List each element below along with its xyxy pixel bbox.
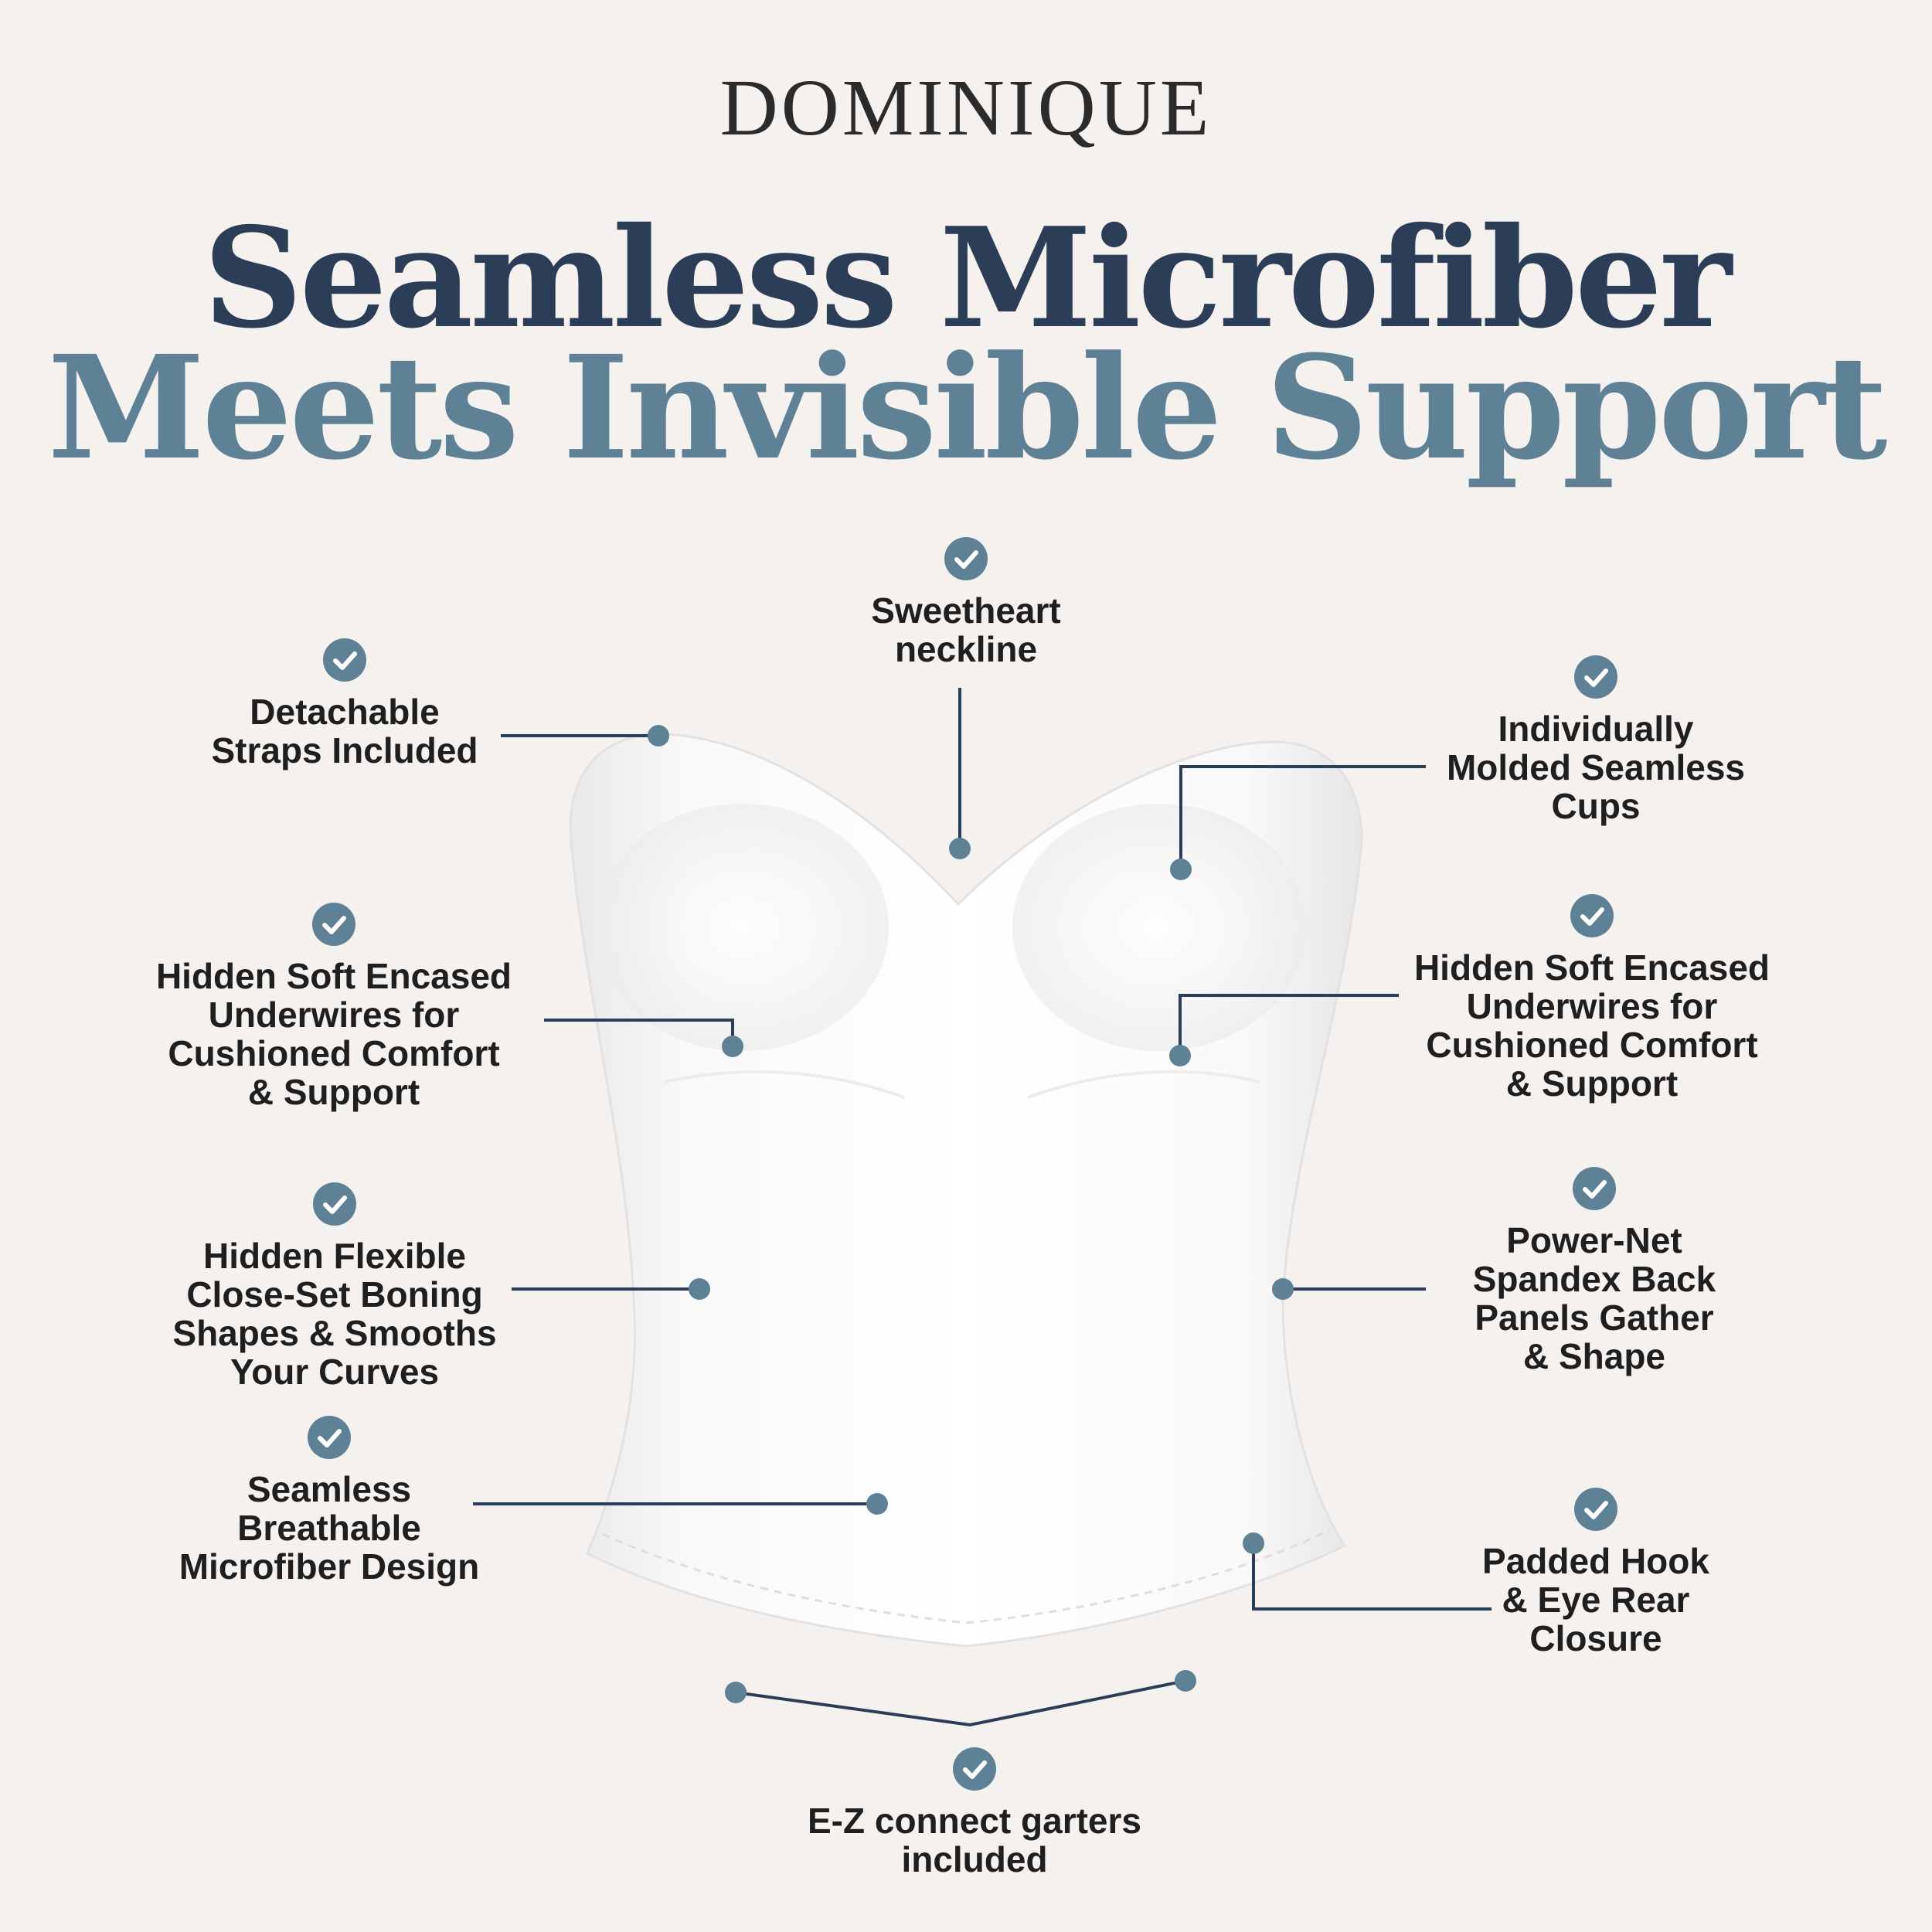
check-icon bbox=[313, 1182, 356, 1226]
right-cup-shading bbox=[1012, 804, 1306, 1051]
callout-label: Seamless Breathable Microfiber Design bbox=[179, 1469, 480, 1587]
callout-label: Sweetheart neckline bbox=[871, 590, 1061, 669]
dot-cups bbox=[1170, 859, 1192, 880]
callout-label: Power-Net Spandex Back Panels Gather & S… bbox=[1472, 1220, 1716, 1376]
hem-stitching bbox=[602, 1529, 1330, 1624]
bustier-garment bbox=[569, 733, 1363, 1648]
check-icon bbox=[944, 537, 988, 580]
left-cup-shading bbox=[595, 804, 889, 1051]
callout-boning: Hidden Flexible Close-Set Boning Shapes … bbox=[103, 1182, 566, 1391]
callout-straps: Detachable Straps Included bbox=[113, 638, 577, 770]
headline-line-2: Meets Invisible Support bbox=[47, 325, 1888, 492]
dot-underwires-right bbox=[1169, 1045, 1191, 1066]
callout-label: Hidden Soft Encased Underwires for Cushi… bbox=[1413, 947, 1770, 1104]
callout-garters: E-Z connect garters included bbox=[743, 1747, 1206, 1879]
dot-garter-left bbox=[725, 1682, 747, 1703]
callout-underwires-left: Hidden Soft Encased Underwires for Cushi… bbox=[102, 903, 566, 1111]
callout-underwires-right: Hidden Soft Encased Underwires for Cushi… bbox=[1360, 894, 1824, 1103]
callout-label: Individually Molded Seamless Cups bbox=[1446, 709, 1746, 826]
check-icon bbox=[323, 638, 366, 682]
marker-dots bbox=[648, 725, 1294, 1703]
callout-label: Hidden Soft Encased Underwires for Cushi… bbox=[155, 956, 512, 1112]
check-icon bbox=[312, 903, 355, 946]
callout-label: E-Z connect garters included bbox=[808, 1801, 1141, 1879]
callout-hook-eye: Padded Hook & Eye Rear Closure bbox=[1364, 1488, 1828, 1658]
underbust-seam-right bbox=[1027, 1070, 1260, 1099]
dot-underwires-left bbox=[722, 1036, 743, 1057]
callout-microfiber: Seamless Breathable Microfiber Design bbox=[97, 1416, 561, 1586]
dot-sweetheart bbox=[949, 838, 971, 859]
dot-garter-right bbox=[1175, 1670, 1196, 1692]
leader-hook-eye bbox=[1252, 1543, 1492, 1611]
underbust-seam-left bbox=[664, 1070, 905, 1099]
dot-power-net bbox=[1272, 1278, 1294, 1300]
leader-garters bbox=[735, 1679, 1186, 1727]
check-icon bbox=[1573, 1167, 1616, 1210]
leader-underwires-right bbox=[1179, 994, 1399, 1056]
callout-label: Hidden Flexible Close-Set Boning Shapes … bbox=[172, 1236, 497, 1392]
callout-cups: Individually Molded Seamless Cups bbox=[1364, 655, 1828, 825]
check-icon bbox=[1570, 894, 1614, 937]
dot-boning bbox=[689, 1278, 710, 1300]
dot-straps bbox=[648, 725, 669, 747]
check-icon bbox=[1574, 1488, 1617, 1531]
brand-logo: DOMINIQUE bbox=[719, 63, 1213, 152]
callout-sweetheart: Sweetheart neckline bbox=[734, 537, 1198, 668]
callout-power-net: Power-Net Spandex Back Panels Gather & S… bbox=[1362, 1167, 1826, 1376]
check-icon bbox=[308, 1416, 351, 1459]
leader-cups bbox=[1179, 765, 1426, 869]
check-icon bbox=[1574, 655, 1617, 699]
dot-hook-eye bbox=[1243, 1532, 1264, 1554]
dot-microfiber bbox=[866, 1493, 888, 1515]
callout-label: Detachable Straps Included bbox=[211, 692, 478, 770]
callout-label: Padded Hook & Eye Rear Closure bbox=[1482, 1541, 1709, 1658]
headline-line-1: Seamless Microfiber bbox=[203, 197, 1732, 359]
check-icon bbox=[953, 1747, 996, 1791]
